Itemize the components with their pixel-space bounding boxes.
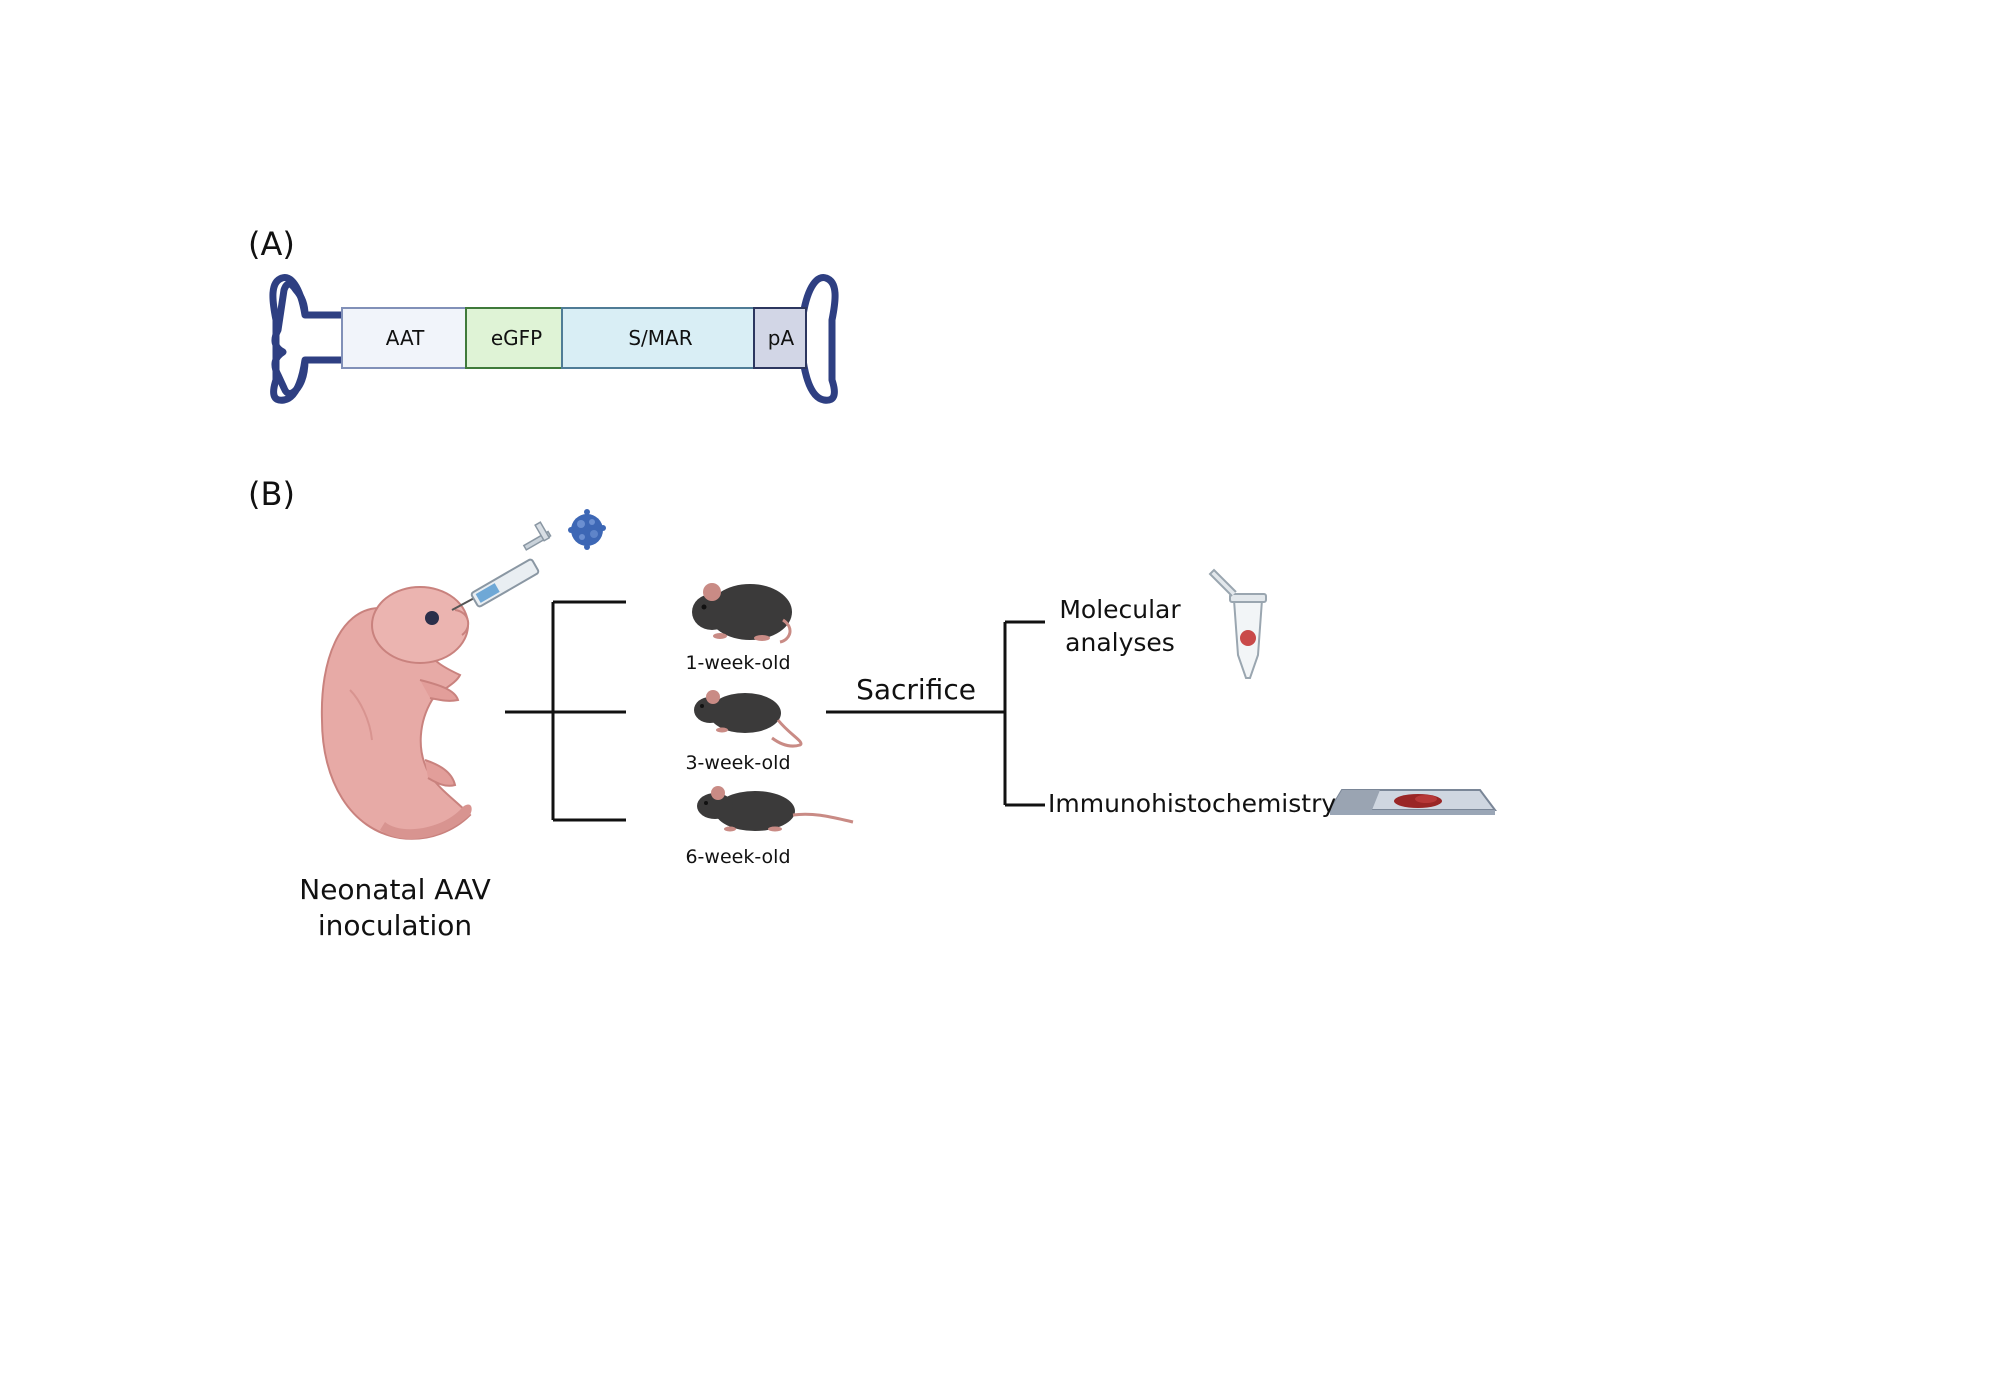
syringe-icon: [451, 521, 552, 611]
immunohistochemistry-label: Immunohistochemistry: [1048, 789, 1337, 818]
neonatal-pup-icon: [320, 586, 472, 840]
mouse-3-week-icon: [694, 690, 803, 748]
tube-icon: [1208, 568, 1267, 679]
mouse-6-week-icon: [697, 786, 854, 832]
inoculation-caption-line2: inoculation: [317, 909, 473, 943]
age-label-2: 3-week-old: [685, 752, 791, 774]
slide-icon: [1328, 789, 1497, 815]
age-label-3: 6-week-old: [685, 846, 791, 868]
aav-virus-icon: [568, 509, 606, 550]
segment-pa-label: pA: [767, 326, 795, 350]
molecular-analyses-label: Molecular analyses: [1050, 594, 1190, 659]
segment-aat: [341, 307, 467, 369]
mouse-1-week-icon: [692, 583, 792, 644]
molecular-label-line1: Molecular: [1059, 595, 1181, 624]
itr-left: [271, 280, 346, 397]
inoculation-caption-line1: Neonatal AAV: [299, 873, 491, 906]
segment-egfp-label: eGFP: [490, 326, 543, 350]
molecular-label-line2: analyses: [1065, 627, 1175, 657]
age-label-1: 1-week-old: [685, 652, 791, 674]
segment-pa: [753, 307, 807, 369]
construct-segments: [341, 307, 807, 369]
segment-aat-label: AAT: [385, 326, 425, 350]
sacrifice-label: Sacrifice: [856, 673, 976, 706]
segment-smar: [561, 307, 755, 369]
flow-lines: [505, 600, 1045, 822]
panel-a-label: (A): [248, 225, 295, 263]
itr-right-outer: [799, 274, 839, 404]
segment-smar-label: S/MAR: [628, 326, 693, 350]
inoculation-caption: Neonatal AAV inoculation: [280, 872, 510, 945]
itr-left-outer: [269, 274, 309, 404]
panel-b-label: (B): [248, 475, 295, 513]
